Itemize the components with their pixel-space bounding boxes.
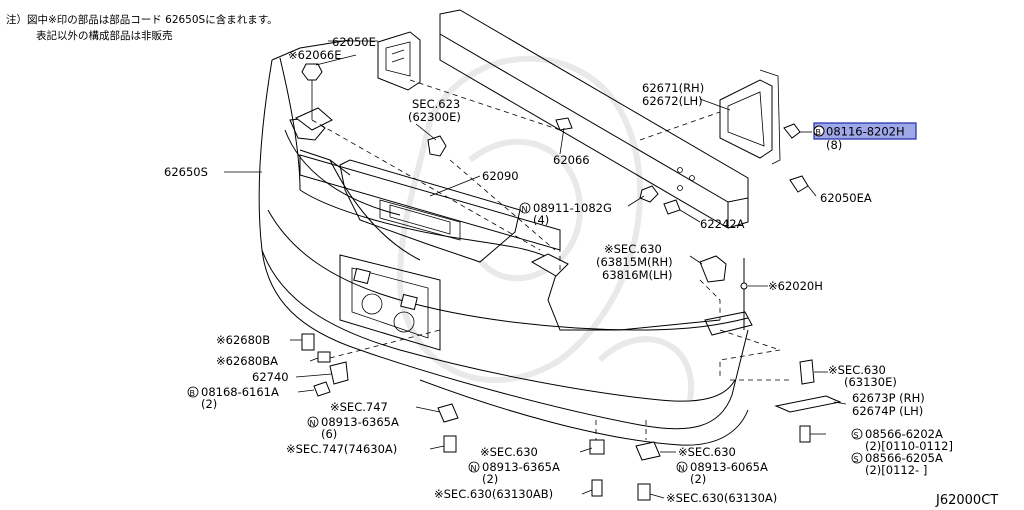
label-62671: 62671(RH) xyxy=(642,81,704,95)
label-08566a: 08566-6202A xyxy=(865,427,943,441)
prefix-N-icon-2 xyxy=(307,416,319,428)
prefix-N-icon-3 xyxy=(468,461,480,473)
label-62242A: 62242A xyxy=(700,217,745,231)
sec747-clip xyxy=(437,403,459,453)
prefix-N-3: N xyxy=(471,464,477,473)
prefix-N-icon-4 xyxy=(676,461,688,473)
label-08911: 08911-1082G xyxy=(533,201,612,215)
label-sec630-a1: (63815M(RH) xyxy=(596,255,673,269)
prefix-S-2: S xyxy=(854,455,859,464)
highlight-callout-08116[interactable]: B 08116-8202H xyxy=(813,122,917,140)
label-62680BA: ※62680BA xyxy=(216,354,278,368)
note-line-2: 表記以外の構成部品は非販売 xyxy=(36,29,173,42)
prefix-N-2: N xyxy=(310,419,316,428)
label-sec630-63130a: ※SEC.630(63130A) xyxy=(666,491,777,505)
prefix-N-4: N xyxy=(679,464,685,473)
sec630-clip-bottom xyxy=(589,439,661,501)
prefix-S: S xyxy=(854,431,859,440)
label-08913b: 08913-6365A xyxy=(482,460,560,474)
bracket-62673P xyxy=(774,359,842,443)
prefix-N-icon xyxy=(519,202,531,214)
label-08566b-sub: (2)[0112- ] xyxy=(865,463,927,477)
label-08911-qty: (4) xyxy=(533,213,549,227)
bolt-62242A-icon xyxy=(663,199,701,223)
label-62680B: ※62680B xyxy=(216,333,270,347)
label-08913c-qty: (2) xyxy=(690,472,706,486)
bracket-62050E xyxy=(377,31,421,91)
diagram-code: J62000CT xyxy=(935,493,998,508)
sec623-clip xyxy=(427,135,447,157)
label-sec630-d: ※SEC.630 xyxy=(828,363,886,377)
label-sec747: ※SEC.747 xyxy=(330,400,388,414)
dashed-leaders xyxy=(311,79,790,440)
bolt-08168-icon xyxy=(313,381,331,397)
label-62650S: 62650S xyxy=(164,165,208,179)
note-line-1: 注）図中※印の部品は部品コード 62650Sに含まれます。 xyxy=(6,13,278,26)
bolt-08116-icon xyxy=(783,123,812,139)
bracket-62680BA xyxy=(317,351,331,363)
label-sec630-d-sub: (63130E) xyxy=(844,375,897,389)
label-08913b-qty: (2) xyxy=(482,472,498,486)
label-sec630-63130ab: ※SEC.630(63130AB) xyxy=(434,487,553,501)
clip-62066E xyxy=(301,63,323,120)
label-62673P: 62673P (RH) xyxy=(852,391,925,405)
reinforcement-beam-62066 xyxy=(439,9,749,229)
watermark-graphic xyxy=(396,55,695,401)
label-62740: 62740 xyxy=(252,370,289,384)
bumper-fascia-62650S xyxy=(258,39,753,446)
side-bracket-62671 xyxy=(719,69,781,165)
label-sec623: SEC.623 xyxy=(412,97,460,111)
label-08116: 08116-8202H xyxy=(826,125,905,139)
solid-leaders xyxy=(224,40,847,499)
label-62050EA: 62050EA xyxy=(820,191,872,205)
label-sec630-b: ※SEC.630 xyxy=(480,445,538,459)
label-62674P: 62674P (LH) xyxy=(852,404,923,418)
label-08913a-qty: (6) xyxy=(321,427,337,441)
post-62020H xyxy=(740,258,748,330)
prefix-B-icon: B xyxy=(816,128,822,137)
label-62020H: ※62020H xyxy=(768,279,823,293)
label-08116-qty: (8) xyxy=(826,138,842,152)
nut-08911-icon xyxy=(639,185,659,203)
label-62066E: ※62066E xyxy=(288,48,342,62)
bracket-62740 xyxy=(329,361,349,385)
bracket-62680B xyxy=(301,333,315,351)
label-08913c: 08913-6065A xyxy=(690,460,768,474)
label-sec747-74630: ※SEC.747(74630A) xyxy=(286,442,397,456)
label-sec630-a2: 63816M(LH) xyxy=(602,268,673,282)
prefix-B-icon-2 xyxy=(187,386,199,398)
label-sec630-a: ※SEC.630 xyxy=(604,242,662,256)
sec630-lamp-bracket xyxy=(699,255,727,283)
label-62066: 62066 xyxy=(553,153,590,167)
label-08168-qty: (2) xyxy=(201,397,217,411)
label-sec623-sub: (62300E) xyxy=(408,110,461,124)
label-08913a: 08913-6365A xyxy=(321,415,399,429)
label-62090: 62090 xyxy=(482,169,519,183)
label-08566b: 08566-6205A xyxy=(865,451,943,465)
prefix-S-icon-2 xyxy=(851,452,863,464)
prefix-S-icon xyxy=(851,428,863,440)
label-62050E: 62050E xyxy=(332,35,376,49)
label-08168: 08168-6161A xyxy=(201,385,279,399)
label-62672: 62672(LH) xyxy=(642,94,703,108)
prefix-N: N xyxy=(522,205,528,214)
prefix-B-2: B xyxy=(190,389,196,398)
label-sec630-c: ※SEC.630 xyxy=(678,445,736,459)
label-08566a-sub: (2)[0110-0112] xyxy=(865,439,953,453)
bolt-62050EA-icon xyxy=(789,175,817,197)
